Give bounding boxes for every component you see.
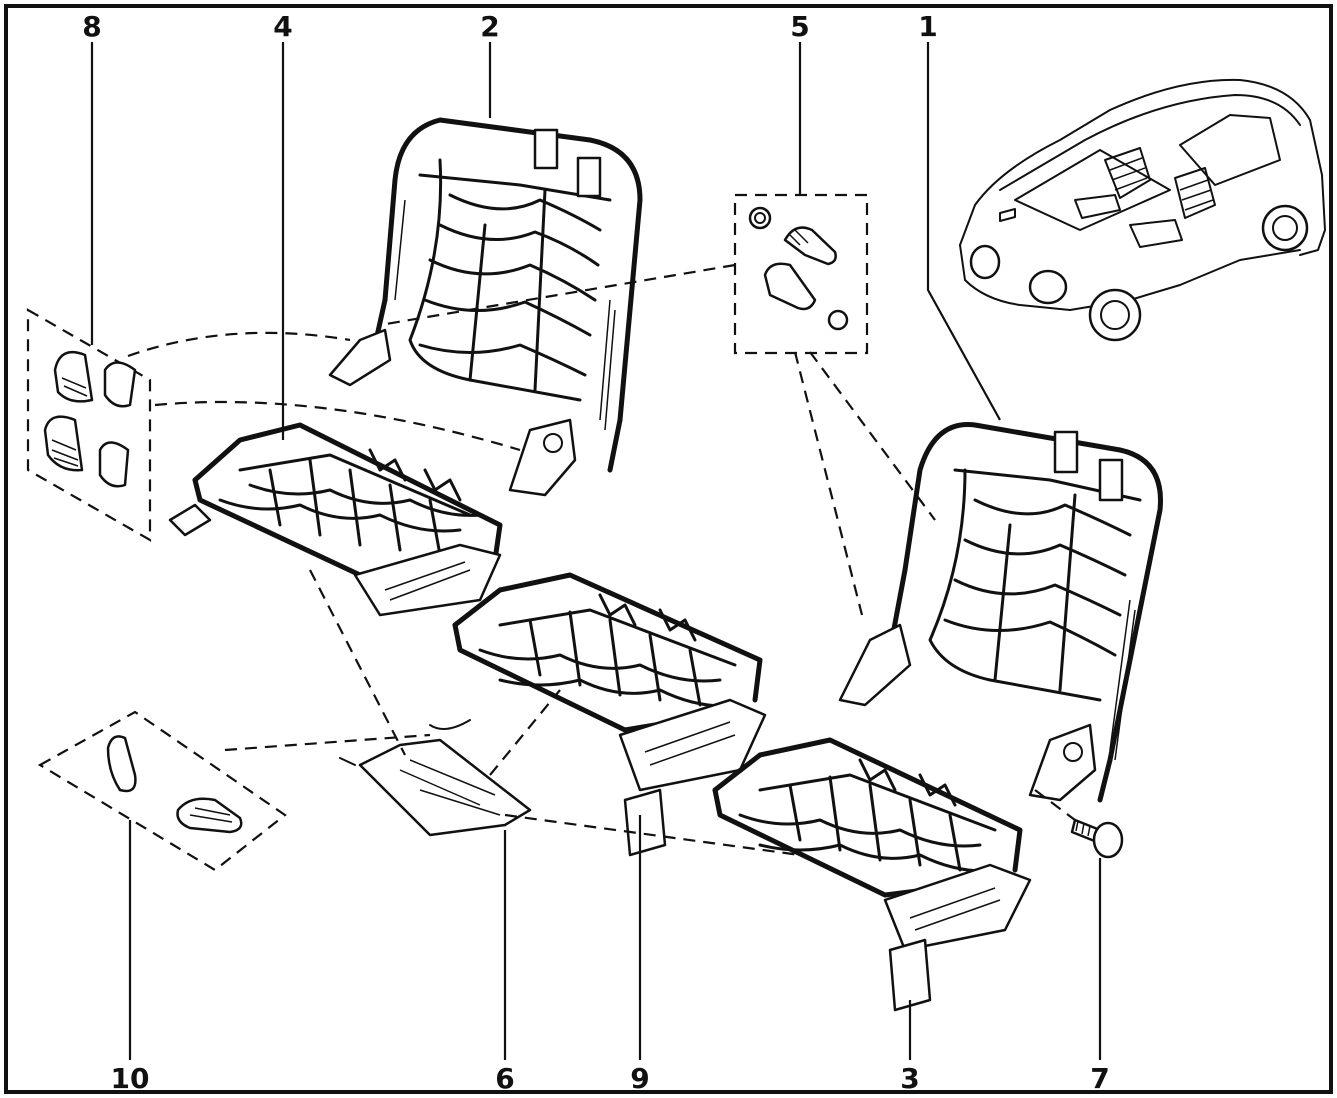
seat-base-lever bbox=[168, 503, 212, 537]
seat-back-frame-1 bbox=[838, 422, 1163, 803]
headrest-guide bbox=[576, 156, 602, 198]
car-wheel bbox=[1261, 204, 1309, 252]
callout-7: 7 bbox=[1090, 1062, 1109, 1095]
seat-base-frame-9 bbox=[429, 572, 767, 857]
group-10-box bbox=[37, 710, 287, 872]
seat-back-frame-2 bbox=[328, 117, 643, 497]
callout-6: 6 bbox=[495, 1062, 514, 1095]
recliner-bracket bbox=[838, 623, 912, 707]
part-6-adjuster-plate bbox=[339, 738, 532, 837]
car-illustration bbox=[959, 78, 1326, 342]
callout-8: 8 bbox=[82, 10, 101, 43]
part-group-8 bbox=[26, 308, 152, 542]
callout-10: 10 bbox=[111, 1062, 150, 1095]
callout-3: 3 bbox=[900, 1062, 919, 1095]
seat-base-frame-4 bbox=[168, 422, 503, 617]
car-headlight bbox=[1028, 269, 1068, 305]
recliner-bracket bbox=[328, 328, 392, 387]
callout-leaders bbox=[90, 42, 1102, 1060]
part-7-bolt bbox=[1070, 818, 1124, 859]
car-wheel bbox=[1088, 288, 1142, 342]
headrest-guide bbox=[1053, 430, 1079, 474]
recliner-bracket bbox=[508, 418, 577, 497]
headrest-guide bbox=[533, 128, 559, 170]
part-group-10 bbox=[37, 710, 287, 872]
seat-base-rail bbox=[883, 863, 1032, 952]
seat-base-leg bbox=[623, 788, 667, 857]
assembly-lines bbox=[127, 263, 1076, 857]
callout-5: 5 bbox=[790, 10, 809, 43]
callout-1: 1 bbox=[918, 10, 937, 43]
diagram-border bbox=[4, 4, 1333, 1094]
seat-base-rail bbox=[618, 698, 767, 792]
group-8-box bbox=[26, 308, 152, 542]
headrest-guide bbox=[1098, 458, 1124, 502]
callout-4: 4 bbox=[273, 10, 292, 43]
callout-2: 2 bbox=[480, 10, 499, 43]
seat-base-leg bbox=[888, 938, 932, 1012]
callout-9: 9 bbox=[630, 1062, 649, 1095]
part-group-5 bbox=[733, 193, 869, 355]
recliner-bracket bbox=[1028, 723, 1097, 802]
car-headlight bbox=[969, 244, 1001, 280]
seat-base-frame-3 bbox=[712, 737, 1032, 1012]
